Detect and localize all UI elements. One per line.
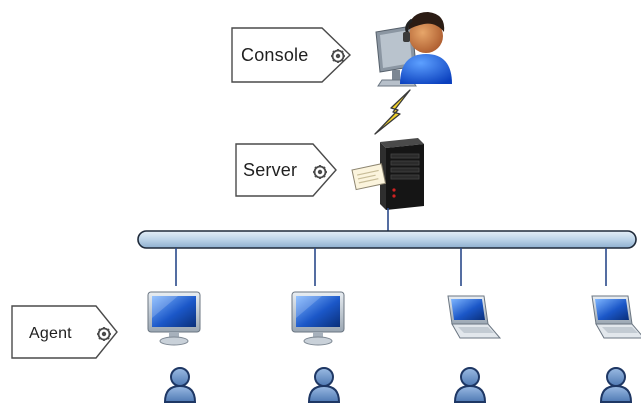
- document-icon: [351, 163, 387, 191]
- user-icon: [164, 367, 196, 403]
- desktop-monitor-icon: [291, 291, 345, 346]
- network-bus: [137, 230, 637, 249]
- agent-connectors: [175, 248, 607, 286]
- user-icon: [454, 367, 486, 403]
- agent-label: Agent: [29, 325, 72, 342]
- server-label: Server: [243, 160, 297, 180]
- laptop-icon: [447, 295, 501, 339]
- gear-icon: [96, 326, 112, 342]
- desktop-monitor-icon: [147, 291, 201, 346]
- console-label: Console: [241, 45, 308, 65]
- server-tower-icon: [380, 138, 424, 210]
- gear-icon: [312, 164, 328, 180]
- console-tag: Console: [231, 27, 352, 83]
- user-icon: [600, 367, 632, 403]
- laptop-icon: [591, 295, 641, 339]
- agent-tag: Agent: [11, 305, 118, 359]
- server-tag: Server: [235, 143, 337, 197]
- lightning-bolt-icon: [374, 89, 411, 135]
- operator-workstation-icon: [375, 12, 452, 87]
- gear-icon: [330, 48, 346, 64]
- user-icon: [308, 367, 340, 403]
